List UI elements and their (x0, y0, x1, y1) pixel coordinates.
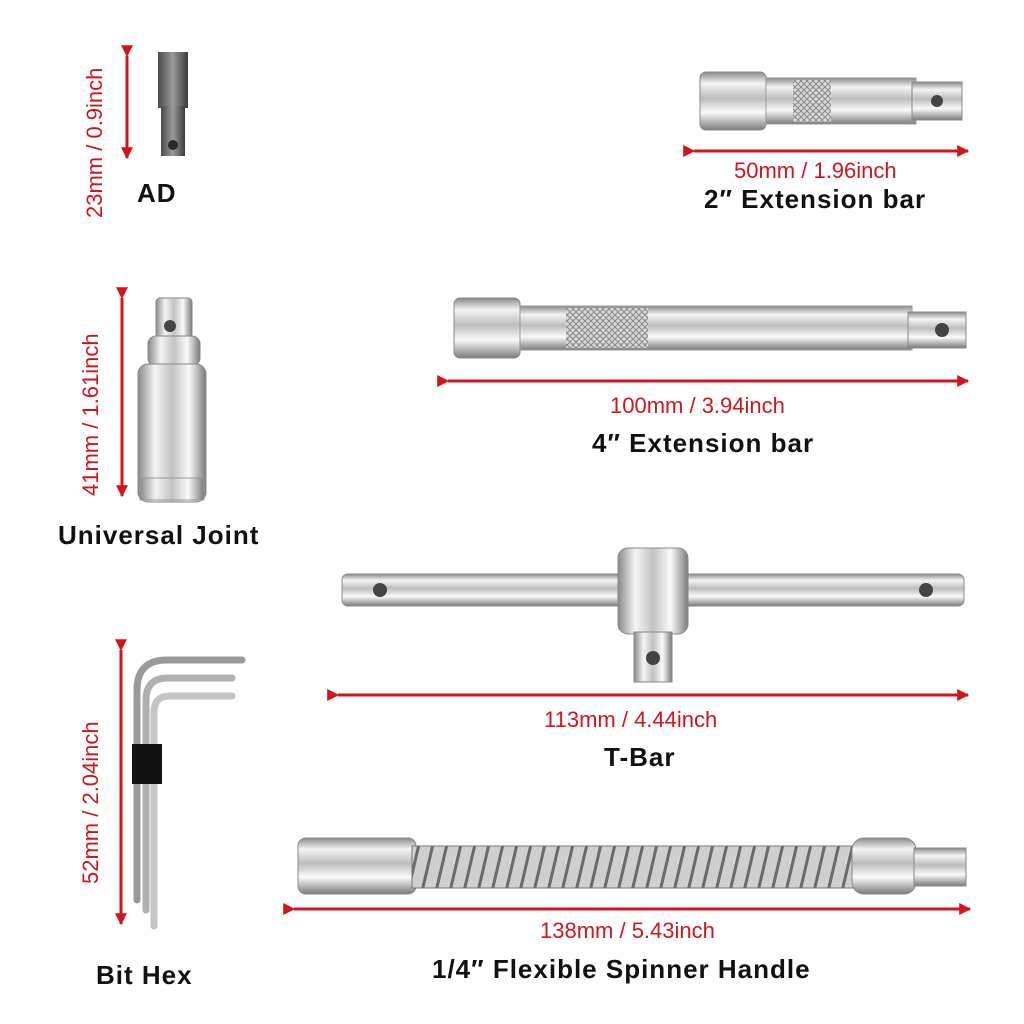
flex-handle-image (297, 837, 967, 895)
tbar-dimension-label: 113mm / 4.44inch (544, 707, 718, 732)
flex-dimension-label: 138mm / 5.43inch (540, 918, 715, 943)
ext4-dimension-label: 100mm / 3.94inch (610, 393, 785, 418)
hex-keys-image (132, 656, 246, 930)
flex-name: 1/4″ Flexible Spinner Handle (432, 954, 811, 984)
ad-dimension-label: 23mm / 0.9inch (82, 67, 107, 218)
hex-name: Bit Hex (96, 960, 193, 990)
ad-name: AD (137, 178, 177, 208)
tbar-name: T-Bar (604, 742, 676, 772)
hex-dimension-label: 52mm / 2.04inch (78, 721, 103, 884)
ext2-name: 2″ Extension bar (704, 184, 927, 214)
tbar-image (341, 547, 965, 683)
ujoint-image (137, 297, 207, 503)
ujoint-dimension-label: 41mm / 1.61inch (78, 333, 103, 496)
ext2-dimension-label: 50mm / 1.96inch (734, 158, 897, 183)
ad-adapter-image (158, 52, 188, 156)
ext4-name: 4″ Extension bar (592, 428, 815, 458)
ujoint-name: Universal Joint (58, 520, 260, 550)
ext4-image (453, 297, 967, 359)
ext2-image (699, 71, 963, 131)
